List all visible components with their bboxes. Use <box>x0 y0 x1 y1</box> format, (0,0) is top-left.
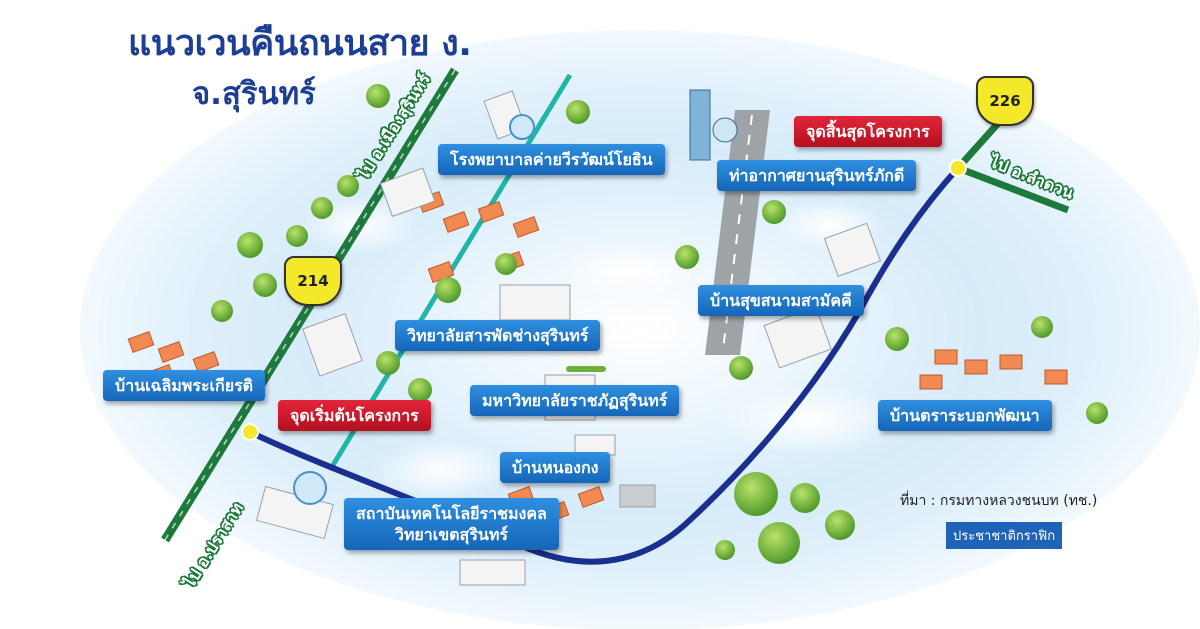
airport-terminal-icon <box>689 89 738 161</box>
trees <box>211 84 1108 564</box>
brand-badge: ประชาชาติกราฟิก <box>946 522 1063 549</box>
label-rmut: สถาบันเทคโนโลยีราชมงคล วิทยาเขตสุรินทร์ <box>344 498 559 550</box>
label-airport: ท่าอากาศยานสุรินทร์ภักดี <box>717 160 917 191</box>
page-subtitle: จ.สุรินทร์ <box>192 76 316 112</box>
label-ban-tra: บ้านตราระบอกพัฒนา <box>878 400 1052 431</box>
project-road <box>248 165 961 565</box>
label-vocational-college: วิทยาลัยสารพัดช่างสุรินทร์ <box>395 320 601 351</box>
route-226-shield: 226 <box>976 76 1034 126</box>
hedge-row <box>566 366 606 372</box>
end-intersection <box>949 159 967 177</box>
start-intersection <box>241 423 259 441</box>
buildings <box>127 191 1068 523</box>
label-rajabhat-university: มหาวิทยาลัยราชภัฏสุรินทร์ <box>470 385 680 416</box>
label-start-point: จุดเริ่มต้นโครงการ <box>278 400 431 431</box>
label-hospital: โรงพยาบาลค่ายวีรวัฒน์โยธิน <box>438 144 665 175</box>
route-214-shield: 214 <box>284 256 342 306</box>
label-ban-chalerm: บ้านเฉลิมพระเกียรติ <box>103 370 266 401</box>
label-ban-nongkong: บ้านหนองกง <box>500 452 611 483</box>
stadium-icon <box>293 471 327 505</box>
page-title: แนวเวนคืนถนนสาย ง. <box>128 23 472 64</box>
label-end-point: จุดสิ้นสุดโครงการ <box>794 116 942 147</box>
source-credit: ที่มา : กรมทางหลวงชนบท (ทช.) <box>900 493 1098 509</box>
clouds <box>300 197 900 500</box>
label-ban-sukhasanam: บ้านสุขสนามสามัคคี <box>698 285 864 316</box>
